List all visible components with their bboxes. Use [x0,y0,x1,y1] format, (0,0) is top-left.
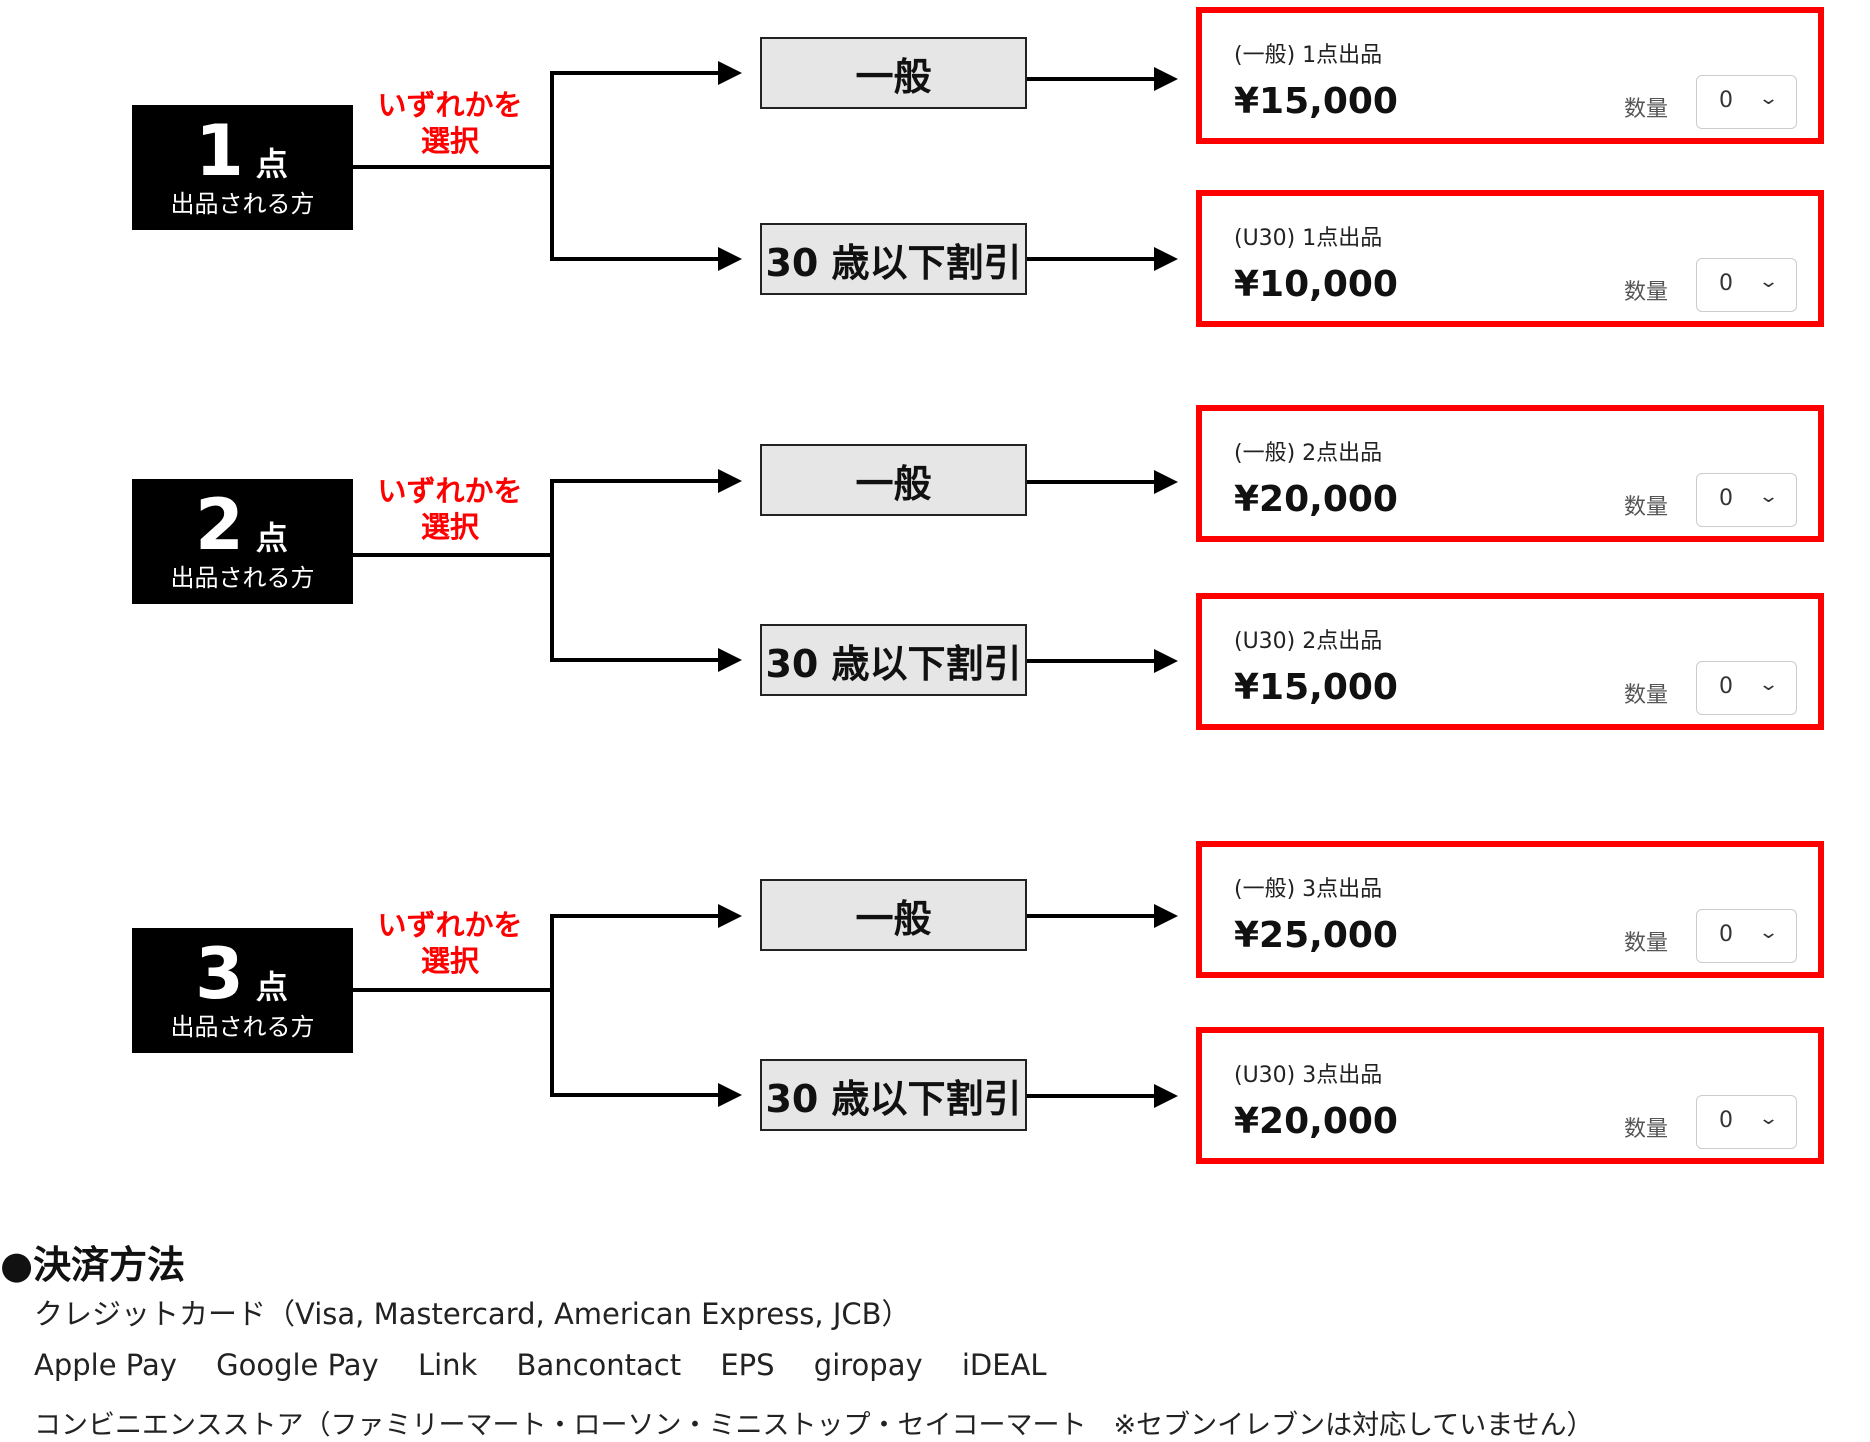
ticket-card: (一般) 3点出品 ¥25,000 数量 0⌄ [1196,841,1824,978]
choose-label: いずれかを選択 [377,474,523,544]
payment-method: giropay [813,1348,923,1382]
ticket-price: ¥20,000 [1234,479,1398,520]
option-general[interactable]: 一般 [760,879,1027,951]
ticket-title: (U30) 3点出品 [1234,1063,1383,1088]
chevron-down-icon: ⌄ [1757,271,1780,292]
ticket-title: (U30) 2点出品 [1234,629,1383,654]
ticket-card: (一般) 1点出品 ¥15,000 数量 0⌄ [1196,7,1824,144]
ticket-title: (一般) 3点出品 [1234,877,1383,902]
option-u30[interactable]: 30 歳以下割引 [760,1059,1027,1131]
chevron-down-icon: ⌄ [1757,922,1780,943]
quantity-label: 数量 [1624,280,1669,305]
option-general[interactable]: 一般 [760,444,1027,516]
ticket-price: ¥15,000 [1234,81,1398,122]
ticket-title: (一般) 1点出品 [1234,43,1383,68]
chevron-down-icon: ⌄ [1757,674,1780,695]
payment-heading: ●決済方法 [0,1243,186,1287]
quantity-label: 数量 [1624,97,1669,122]
option-u30[interactable]: 30 歳以下割引 [760,624,1027,696]
ticket-price: ¥15,000 [1234,667,1398,708]
payment-method: Google Pay [216,1348,379,1382]
count-subtitle: 出品される方 [170,564,315,592]
quantity-select[interactable]: 0⌄ [1696,473,1797,527]
quantity-label: 数量 [1624,495,1669,520]
ticket-price: ¥10,000 [1234,264,1398,305]
option-general[interactable]: 一般 [760,37,1027,109]
ticket-price: ¥25,000 [1234,915,1398,956]
payment-credit: クレジットカード（Visa, Mastercard, American Expr… [34,1297,911,1331]
chevron-down-icon: ⌄ [1757,486,1780,507]
chevron-down-icon: ⌄ [1757,88,1780,109]
option-u30[interactable]: 30 歳以下割引 [760,223,1027,295]
chevron-down-icon: ⌄ [1757,1108,1780,1129]
quantity-select[interactable]: 0⌄ [1696,1095,1797,1149]
choose-label: いずれかを選択 [377,88,523,158]
ticket-card: (U30) 2点出品 ¥15,000 数量 0⌄ [1196,593,1824,730]
count-subtitle: 出品される方 [170,1013,315,1041]
quantity-label: 数量 [1624,931,1669,956]
choose-label: いずれかを選択 [377,908,523,978]
quantity-select[interactable]: 0⌄ [1696,75,1797,129]
quantity-label: 数量 [1624,1117,1669,1142]
quantity-select[interactable]: 0⌄ [1696,661,1797,715]
ticket-price: ¥20,000 [1234,1101,1398,1142]
payment-method: Link [417,1348,478,1382]
payment-method: Apple Pay [34,1348,177,1382]
flow-connectors [353,61,1178,1108]
payment-convenience: コンビニエンスストア（ファミリーマート・ローソン・ミニストップ・セイコーマート … [34,1410,1594,1441]
quantity-select[interactable]: 0⌄ [1696,258,1797,312]
ticket-card: (U30) 3点出品 ¥20,000 数量 0⌄ [1196,1027,1824,1164]
quantity-label: 数量 [1624,683,1669,708]
count-subtitle: 出品される方 [170,190,315,218]
ticket-title: (U30) 1点出品 [1234,226,1383,251]
ticket-title: (一般) 2点出品 [1234,441,1383,466]
payment-method: iDEAL [961,1348,1047,1382]
payment-method: EPS [720,1348,775,1382]
payment-method: Bancontact [516,1348,682,1382]
quantity-select[interactable]: 0⌄ [1696,909,1797,963]
ticket-card: (U30) 1点出品 ¥10,000 数量 0⌄ [1196,190,1824,327]
ticket-card: (一般) 2点出品 ¥20,000 数量 0⌄ [1196,405,1824,542]
payment-methods: Apple Pay Google Pay Link Bancontact EPS… [34,1348,1077,1382]
